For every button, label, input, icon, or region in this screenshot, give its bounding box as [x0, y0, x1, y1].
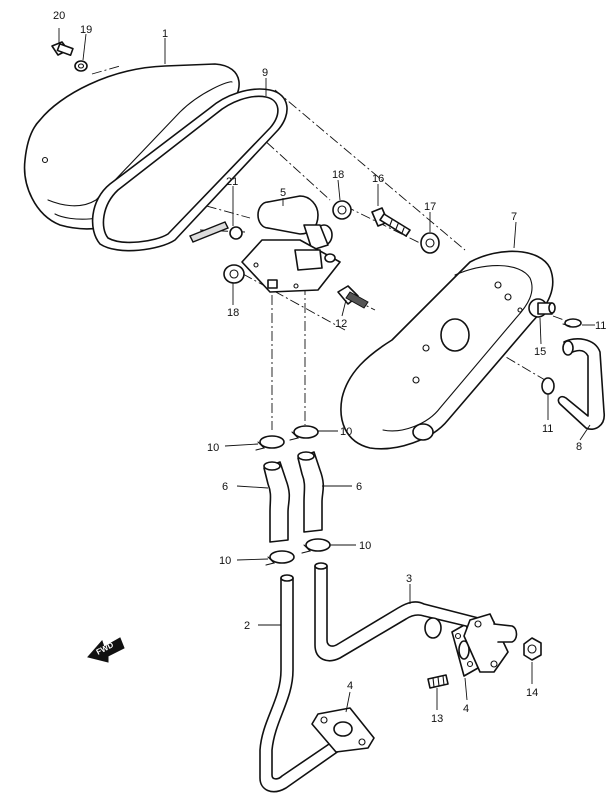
callout-1: 1	[162, 28, 168, 40]
callout-4-lower: 4	[347, 680, 353, 692]
part-5-valve	[241, 195, 341, 293]
callout-16: 16	[372, 173, 384, 185]
part-7-bracket	[340, 250, 554, 450]
callout-14: 14	[526, 687, 538, 699]
part-11-clip-upper	[562, 318, 582, 328]
callout-18-upper: 18	[332, 169, 344, 181]
part-16-bolt	[371, 207, 411, 237]
callout-6-right: 6	[356, 481, 362, 493]
part-6-hose-left	[263, 461, 291, 543]
part-18-grommet-lower	[223, 264, 245, 284]
part-2-pipe	[259, 574, 344, 793]
part-3-pipe	[314, 562, 518, 673]
part-8-hose	[557, 338, 605, 430]
callout-20: 20	[53, 10, 65, 22]
part-9-gasket	[91, 88, 288, 252]
part-14-nut	[523, 637, 542, 661]
callout-3: 3	[406, 573, 412, 585]
part-12-connector	[337, 285, 369, 309]
callout-6-left: 6	[222, 481, 228, 493]
part-13-stud	[427, 674, 449, 689]
part-10-clamp-4	[301, 538, 331, 554]
callout-12: 12	[335, 318, 347, 330]
callout-9: 9	[262, 67, 268, 79]
callout-labels: 20 19 1 9 18 16 17 7 21 5 12 18 15 11 11…	[53, 10, 606, 725]
part-10-clamp-1	[255, 435, 285, 451]
callout-10-d: 10	[359, 540, 371, 552]
callout-2: 2	[244, 620, 250, 632]
part-11-clip-lower	[541, 377, 555, 395]
callout-21: 21	[226, 176, 238, 188]
part-6-hose-right	[297, 451, 325, 533]
part-10-clamp-2	[289, 425, 319, 441]
callout-5: 5	[280, 187, 286, 199]
part-19-washer	[74, 60, 88, 72]
callout-4-right: 4	[463, 703, 469, 715]
part-18-grommet-upper	[229, 200, 352, 240]
callout-11-right: 11	[595, 320, 606, 332]
callout-8: 8	[576, 441, 582, 453]
part-17-grommet	[420, 232, 440, 254]
part-21-strip	[189, 221, 229, 243]
callout-13: 13	[431, 713, 443, 725]
part-20-bolt	[51, 41, 74, 57]
part-4-flange-lower	[311, 707, 375, 753]
callout-10-b: 10	[340, 426, 352, 438]
part-15-fitting	[528, 298, 556, 318]
part-10-clamp-3	[265, 550, 295, 566]
fwd-arrow-icon: FWD	[87, 637, 125, 663]
callout-11-lower: 11	[542, 423, 553, 435]
callout-10-a: 10	[207, 442, 219, 454]
callout-7: 7	[511, 211, 517, 223]
callout-19: 19	[80, 24, 92, 36]
callout-18-lower: 18	[227, 307, 239, 319]
callout-17: 17	[424, 201, 436, 213]
callout-10-c: 10	[219, 555, 231, 567]
leader-lines	[58, 28, 595, 713]
callout-15: 15	[534, 346, 546, 358]
